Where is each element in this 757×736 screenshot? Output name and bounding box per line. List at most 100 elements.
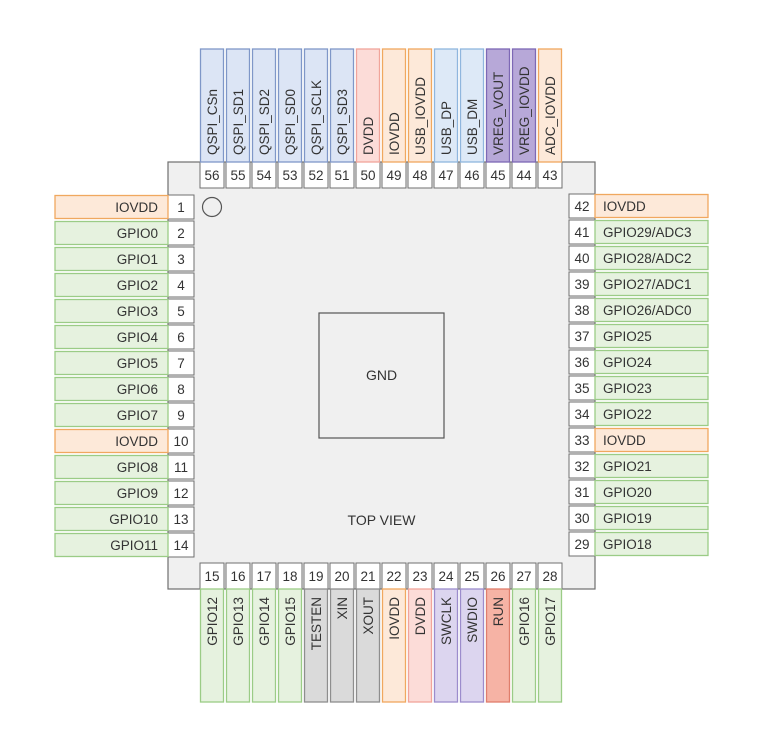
- pin-number-cell: [167, 324, 195, 350]
- pin-number-cell: [568, 375, 596, 401]
- pin-number: 21: [360, 569, 375, 584]
- pin-number: 40: [574, 251, 589, 266]
- pin-label: GPIO14: [257, 597, 272, 646]
- pin-number-cell: [225, 562, 251, 590]
- pin-number-cell: [485, 562, 511, 590]
- pin-number: 10: [173, 434, 188, 449]
- pin-number: 24: [438, 569, 454, 584]
- pin-label-box: [54, 246, 169, 272]
- pin-label-box: [511, 588, 537, 703]
- chip-body: [167, 161, 596, 590]
- pin-label: IOVDD: [115, 200, 158, 215]
- pin-label: GPIO7: [117, 408, 158, 423]
- pin-number: 20: [334, 569, 349, 584]
- pin-number-cell: [485, 161, 511, 189]
- pin-number-cell: [568, 193, 596, 219]
- pin-number: 46: [464, 168, 479, 183]
- pin-label: GPIO1: [117, 252, 158, 267]
- pin-label: GPIO21: [603, 459, 652, 474]
- pin-number-cell: [568, 219, 596, 245]
- pin-number: 49: [386, 168, 401, 183]
- pin-label: IOVDD: [387, 597, 402, 640]
- pin-group: 1IOVDD2GPIO03GPIO14GPIO25GPIO36GPIO47GPI…: [54, 48, 709, 703]
- pin-label: DVDD: [413, 597, 428, 636]
- pin-number-cell: [433, 161, 459, 189]
- pin-label-box: [329, 48, 355, 163]
- pin-label-box: [485, 48, 511, 163]
- pin-label-box: [355, 48, 381, 163]
- pin-label: RUN: [491, 597, 506, 626]
- pin-label: GPIO22: [603, 407, 652, 422]
- pin-number: 51: [334, 168, 349, 183]
- pin-label-box: [594, 219, 709, 245]
- pin-label-box: [329, 588, 355, 703]
- pin-label-box: [594, 245, 709, 271]
- pin-label: VREG_VOUT: [491, 72, 506, 155]
- pin-label-box: [407, 48, 433, 163]
- pin-label-box: [303, 48, 329, 163]
- pin-number-cell: [251, 161, 277, 189]
- pin-number: 29: [574, 537, 589, 552]
- pin-label-box: [277, 48, 303, 163]
- pin-number-cell: [568, 323, 596, 349]
- pin-label: SWCLK: [439, 597, 454, 645]
- pin-number-cell: [167, 428, 195, 454]
- pin-number: 37: [574, 329, 589, 344]
- pin-label-box: [54, 532, 169, 558]
- pin-label-box: [433, 588, 459, 703]
- pin-number-cell: [167, 480, 195, 506]
- pin-number: 56: [204, 168, 219, 183]
- pin-label: GPIO5: [117, 356, 158, 371]
- pin-label-box: [594, 349, 709, 375]
- pin-number-cell: [568, 271, 596, 297]
- pin-label-box: [54, 428, 169, 454]
- pin-label: IOVDD: [115, 434, 158, 449]
- pin-label: GPIO28/ADC2: [603, 251, 692, 266]
- pin-label: IOVDD: [387, 112, 402, 155]
- pin-number-cell: [303, 562, 329, 590]
- pin-number-cell: [167, 532, 195, 558]
- pin-label-box: [54, 350, 169, 376]
- pin-number: 14: [173, 538, 189, 553]
- pin-label-box: [594, 375, 709, 401]
- pin-number-cell: [381, 161, 407, 189]
- pin-number-cell: [329, 161, 355, 189]
- pin-number: 22: [386, 569, 401, 584]
- pin-label: GPIO6: [117, 382, 158, 397]
- pin-number: 5: [177, 304, 185, 319]
- pin-label: QSPI_SD0: [283, 89, 298, 155]
- pin-label: GPIO0: [117, 226, 158, 241]
- pin-number: 43: [542, 168, 557, 183]
- pin-label-box: [54, 272, 169, 298]
- pin-label-box: [54, 506, 169, 532]
- pin-label: VREG_IOVDD: [517, 66, 532, 155]
- pin-label: DVDD: [361, 116, 376, 155]
- pin-label: USB_DM: [465, 99, 480, 155]
- pin-label: IOVDD: [603, 433, 646, 448]
- pin-number: 30: [574, 511, 589, 526]
- pin-label-box: [54, 324, 169, 350]
- pin-label: GPIO27/ADC1: [603, 277, 692, 292]
- pin-number-cell: [568, 297, 596, 323]
- pin-label: USB_IOVDD: [413, 77, 428, 155]
- pin-label-box: [54, 376, 169, 402]
- pin-label: QSPI_SCLK: [309, 80, 324, 155]
- pin-number: 34: [574, 407, 590, 422]
- pin-number: 13: [173, 512, 188, 527]
- pin-label-box: [594, 427, 709, 453]
- pin-label-box: [459, 48, 485, 163]
- pin-label-box: [381, 48, 407, 163]
- pin-label: GPIO20: [603, 485, 652, 500]
- pin-label-box: [594, 479, 709, 505]
- pin-label-box: [303, 588, 329, 703]
- pin-label-box: [594, 453, 709, 479]
- pin-number: 50: [360, 168, 375, 183]
- pin-label-box: [594, 271, 709, 297]
- pin-number: 18: [282, 569, 297, 584]
- pin-label: SWDIO: [465, 597, 480, 643]
- pin-label: QSPI_SD2: [257, 89, 272, 155]
- top-view-label: TOP VIEW: [348, 512, 417, 528]
- pin-label: GPIO29/ADC3: [603, 225, 692, 240]
- pin-number: 54: [256, 168, 272, 183]
